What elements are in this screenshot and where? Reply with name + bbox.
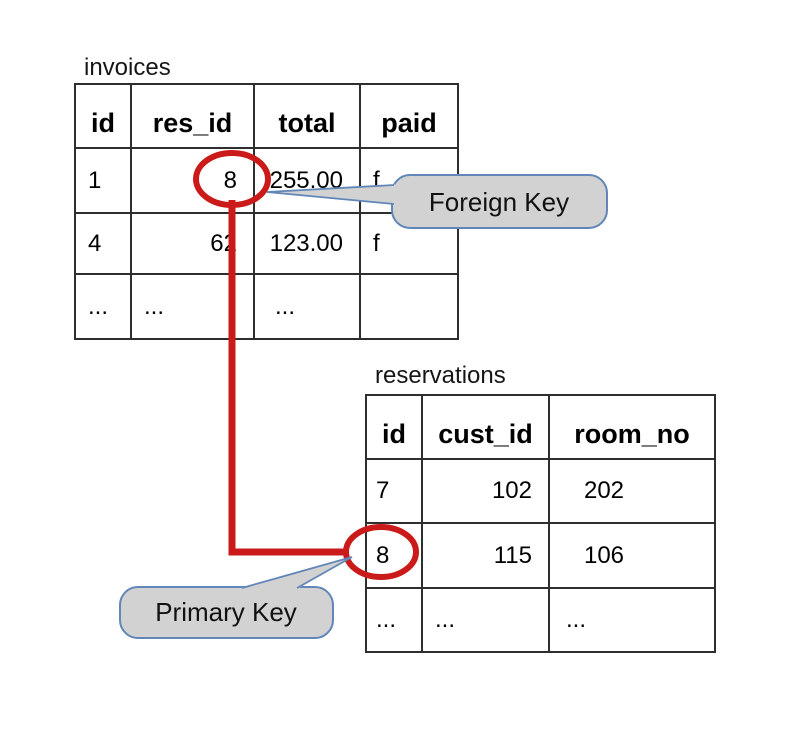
reservations-table: id cust_id room_no 7 102 202 8 115 106 .… — [365, 394, 716, 653]
invoices-header-id: id — [74, 83, 132, 149]
invoices-cell-r3-res-id: ... — [130, 273, 255, 340]
invoices-cell-r1-id: 1 — [74, 147, 132, 214]
reservations-cell-r3-cust-id: ... — [421, 587, 550, 653]
reservations-header-room-no: room_no — [548, 394, 716, 460]
primary-key-callout-tail — [241, 557, 352, 589]
invoices-cell-r2-total: 123.00 — [253, 212, 361, 275]
invoices-cell-r2-paid: f — [359, 212, 459, 275]
reservations-row-2: 8 115 106 — [365, 522, 716, 589]
invoices-cell-r3-paid — [359, 273, 459, 340]
invoices-header-row: id res_id total paid — [74, 83, 459, 149]
reservations-cell-r2-cust-id: 115 — [421, 522, 550, 589]
invoices-cell-r3-total: ... — [253, 273, 361, 340]
invoices-cell-r3-id: ... — [74, 273, 132, 340]
reservations-cell-r3-id: ... — [365, 587, 423, 653]
invoices-cell-r2-id: 4 — [74, 212, 132, 275]
reservations-cell-r2-room-no: 106 — [548, 522, 716, 589]
reservations-table-title: reservations — [375, 362, 506, 389]
reservations-header-cust-id: cust_id — [421, 394, 550, 460]
invoices-row-3: ... ... ... — [74, 273, 459, 340]
invoices-cell-r1-res-id: 8 — [130, 147, 255, 214]
primary-key-callout-label: Primary Key — [155, 597, 297, 627]
reservations-header-row: id cust_id room_no — [365, 394, 716, 460]
invoices-cell-r1-total: 255.00 — [253, 147, 361, 214]
reservations-header-id: id — [365, 394, 423, 460]
invoices-header-paid: paid — [359, 83, 459, 149]
invoices-cell-r1-paid: f — [359, 147, 459, 214]
primary-key-callout-bubble — [119, 586, 334, 639]
primary-key-callout: Primary Key — [119, 556, 353, 639]
reservations-row-3: ... ... ... — [365, 587, 716, 653]
invoices-cell-r2-res-id: 62 — [130, 212, 255, 275]
primary-key-callout-tail-outline — [241, 556, 353, 589]
reservations-cell-r1-cust-id: 102 — [421, 458, 550, 524]
invoices-row-1: 1 8 255.00 f — [74, 147, 459, 214]
reservations-cell-r3-room-no: ... — [548, 587, 716, 653]
reservations-cell-r1-room-no: 202 — [548, 458, 716, 524]
reservations-row-1: 7 102 202 — [365, 458, 716, 524]
invoices-row-2: 4 62 123.00 f — [74, 212, 459, 275]
invoices-table: id res_id total paid 1 8 255.00 f 4 62 1… — [74, 83, 459, 340]
invoices-table-title: invoices — [84, 54, 171, 81]
reservations-cell-r1-id: 7 — [365, 458, 423, 524]
reservations-cell-r2-id: 8 — [365, 522, 423, 589]
invoices-header-res-id: res_id — [130, 83, 255, 149]
invoices-header-total: total — [253, 83, 361, 149]
